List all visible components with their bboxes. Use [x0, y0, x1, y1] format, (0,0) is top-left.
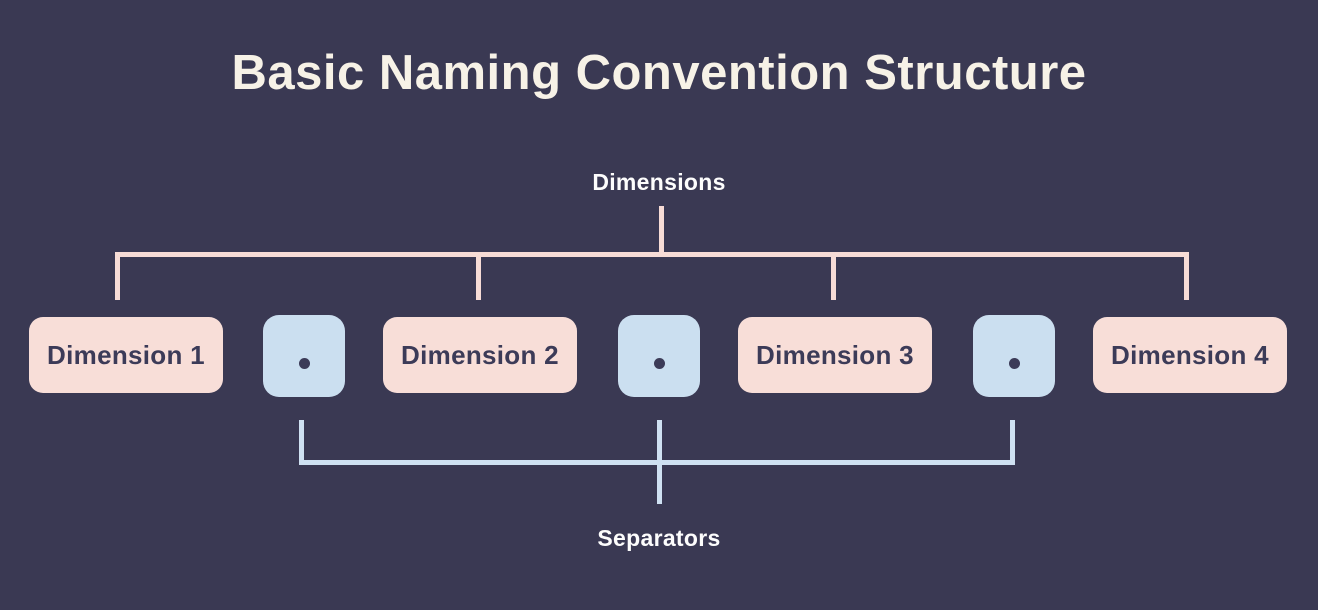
- separator-1-dot-icon: .: [298, 357, 310, 369]
- separator-3-dot-icon: .: [1008, 357, 1020, 369]
- dimension-4-label: Dimension 4: [1111, 339, 1269, 370]
- dimension-2-drop-connector: [476, 252, 481, 300]
- separator-1-box: .: [263, 315, 345, 397]
- page-title: Basic Naming Convention Structure: [231, 46, 1087, 100]
- dimension-4-box: Dimension 4: [1093, 317, 1287, 393]
- separator-2-dot-icon: .: [653, 357, 665, 369]
- dimension-2-box: Dimension 2: [383, 317, 577, 393]
- dimension-4-drop-connector: [1184, 252, 1189, 300]
- dimensions-stem-connector: [659, 206, 664, 254]
- dimension-3-drop-connector: [831, 252, 836, 300]
- separator-3-box: .: [973, 315, 1055, 397]
- dimension-1-drop-connector: [115, 252, 120, 300]
- separator-2-box: .: [618, 315, 700, 397]
- separators-group-label: Separators: [597, 525, 721, 551]
- separators-horizontal-connector: [299, 460, 1015, 465]
- dimension-2-label: Dimension 2: [401, 339, 559, 370]
- dimensions-group-label: Dimensions: [592, 169, 726, 195]
- dimension-3-box: Dimension 3: [738, 317, 932, 393]
- dimension-1-box: Dimension 1: [29, 317, 223, 393]
- dimension-1-label: Dimension 1: [47, 339, 205, 370]
- dimensions-horizontal-connector: [115, 252, 1189, 257]
- dimension-3-label: Dimension 3: [756, 339, 914, 370]
- separator-1-rise-connector: [299, 420, 304, 465]
- separator-3-rise-connector: [1010, 420, 1015, 465]
